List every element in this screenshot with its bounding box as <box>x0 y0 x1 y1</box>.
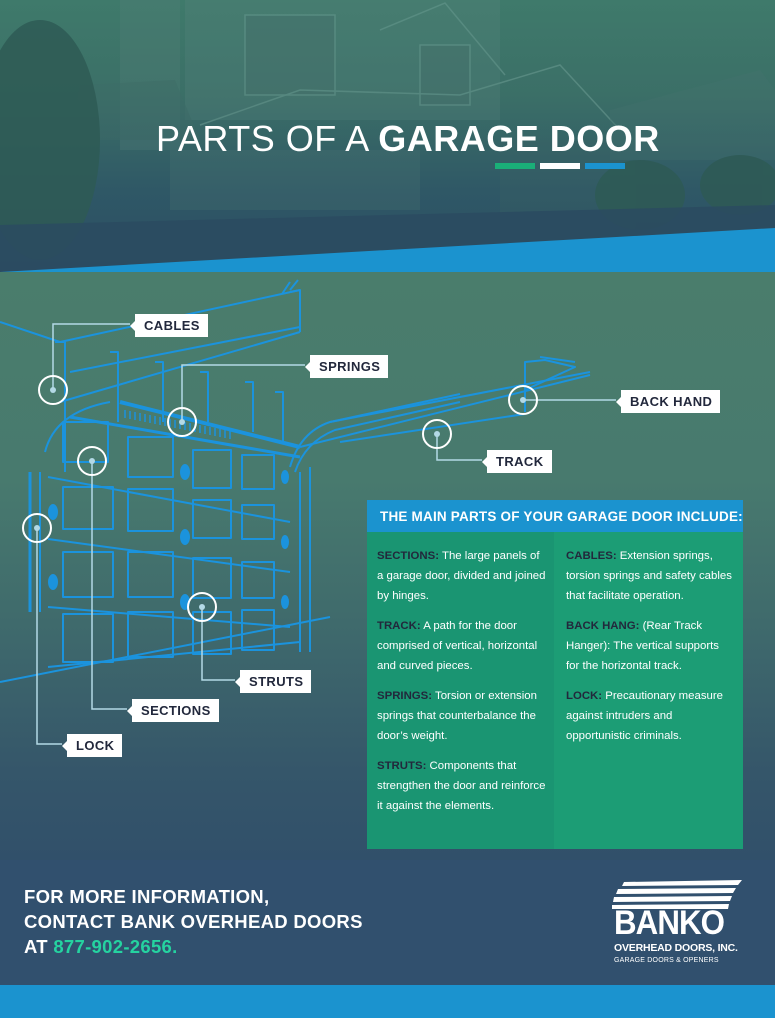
entry-track: TRACK: A path for the door comprised of … <box>377 616 546 676</box>
entry-desc: Components that strengthen the door and … <box>377 760 546 812</box>
callout-track: TRACK <box>482 450 552 473</box>
cta-line-2: CONTACT BANK OVERHEAD DOORS <box>24 911 363 932</box>
entry-desc: A path for the door comprised of vertica… <box>377 620 538 672</box>
entry-desc: Precautionary measure against intruders … <box>566 690 724 742</box>
entry-struts: STRUTS: Components that strengthen the d… <box>377 756 546 816</box>
panel-left-column: SECTIONS: The large panels of a garage d… <box>367 532 554 849</box>
entry-term: SECTIONS: <box>377 550 440 562</box>
entry-sections: SECTIONS: The large panels of a garage d… <box>377 546 546 606</box>
entry-term: BACK HANG: <box>566 620 640 632</box>
entry-desc: (Rear Track Hanger): The vertical suppor… <box>566 620 720 672</box>
page-title: PARTS OF A GARAGE DOOR <box>156 118 660 160</box>
entry-cables: CABLES: Extension springs, torsion sprin… <box>566 546 735 606</box>
cta-prefix: AT <box>24 936 54 957</box>
callout-sections: SECTIONS <box>127 699 219 722</box>
title-light: PARTS OF A <box>156 118 379 159</box>
title-underline <box>495 163 625 169</box>
bottom-accent-bar <box>0 985 775 1018</box>
title-bold: GARAGE DOOR <box>378 118 660 159</box>
entry-term: STRUTS: <box>377 760 427 772</box>
panel-heading: THE MAIN PARTS OF YOUR GARAGE DOOR INCLU… <box>367 500 743 532</box>
entry-desc: Extension springs, torsion springs and s… <box>566 550 732 602</box>
logo-name: BANKO <box>614 904 725 942</box>
callout-back-hand: BACK HAND <box>615 390 721 413</box>
callout-cables: CABLES <box>130 314 208 337</box>
logo-subtitle: OVERHEAD DOORS, INC. <box>614 942 738 954</box>
entry-term: LOCK: <box>566 690 603 702</box>
logo-tagline: GARAGE DOORS & OPENERS <box>614 957 719 964</box>
entry-term: CABLES: <box>566 550 617 562</box>
entry-desc: The large panels of a garage door, divid… <box>377 550 546 602</box>
underline-green <box>495 163 535 169</box>
callout-struts: STRUTS <box>234 670 312 693</box>
banko-logo: BANKO OVERHEAD DOORS, INC. GARAGE DOORS … <box>612 880 744 968</box>
entry-desc: Torsion or extension springs that counte… <box>377 690 537 742</box>
entry-term: SPRINGS: <box>377 690 433 702</box>
cta-line-3: AT 877-902-2656. <box>24 934 363 959</box>
underline-blue <box>585 163 625 169</box>
contact-cta: FOR MORE INFORMATION, CONTACT BANK OVERH… <box>24 884 363 959</box>
callout-springs: SPRINGS <box>304 355 389 378</box>
cta-line-1: FOR MORE INFORMATION, <box>24 886 270 907</box>
entry-lock: LOCK: Precautionary measure against intr… <box>566 686 735 746</box>
parts-info-panel: THE MAIN PARTS OF YOUR GARAGE DOOR INCLU… <box>367 500 743 849</box>
hero-header: PARTS OF A GARAGE DOOR <box>0 0 775 272</box>
underline-white <box>540 163 580 169</box>
phone-number[interactable]: 877-902-2656. <box>53 936 178 957</box>
entry-springs: SPRINGS: Torsion or extension springs th… <box>377 686 546 746</box>
footer: FOR MORE INFORMATION, CONTACT BANK OVERH… <box>0 860 775 985</box>
panel-right-column: CABLES: Extension springs, torsion sprin… <box>554 532 743 849</box>
garage-door-logo-icon <box>612 880 742 909</box>
entry-back-hang: BACK HANG: (Rear Track Hanger): The vert… <box>566 616 735 676</box>
callout-lock: LOCK <box>61 734 123 757</box>
garage-door-blueprint <box>0 279 616 745</box>
house-photo-background <box>0 0 775 272</box>
entry-term: TRACK: <box>377 620 421 632</box>
